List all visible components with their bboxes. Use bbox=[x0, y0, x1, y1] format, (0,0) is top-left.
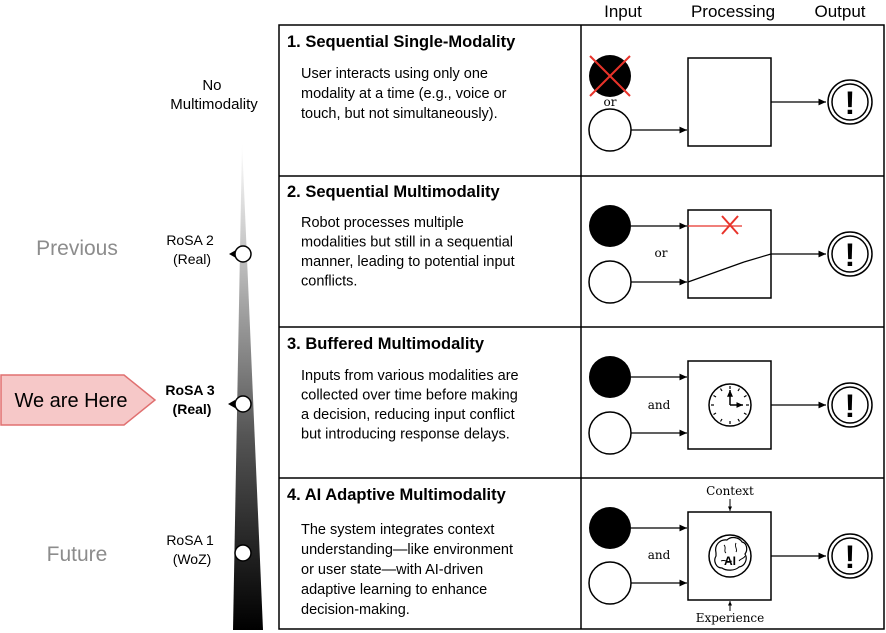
output-icon bbox=[827, 382, 873, 428]
input-1 bbox=[589, 507, 631, 549]
exclamation-icon: ! bbox=[845, 237, 856, 273]
input-2 bbox=[588, 561, 632, 605]
output-icon bbox=[827, 533, 873, 579]
modality-table bbox=[278, 24, 885, 630]
ai-label: AI bbox=[724, 554, 736, 568]
exclamation-icon: ! bbox=[845, 388, 856, 424]
row-1-diagram: or ! bbox=[588, 55, 873, 152]
row-3-diagram: and ! bbox=[588, 356, 873, 455]
row-description: The system integrates context understand… bbox=[301, 522, 517, 618]
timeline: No Multimodality Previous Future We are … bbox=[0, 77, 263, 630]
exclamation-icon: ! bbox=[845, 539, 856, 575]
cross-mark bbox=[589, 55, 631, 97]
input-active bbox=[588, 108, 632, 152]
input-1 bbox=[589, 356, 631, 398]
cross-mark bbox=[721, 215, 739, 235]
row-description: Robot processes multiple modalities but … bbox=[301, 215, 519, 290]
switch-line bbox=[743, 253, 772, 263]
we-are-here-label: We are Here bbox=[14, 390, 127, 412]
clock-icon bbox=[708, 383, 752, 427]
row-description: Inputs from various modalities are colle… bbox=[301, 368, 523, 443]
milestone-marker-current bbox=[234, 395, 252, 413]
processing-column-header: Processing bbox=[691, 2, 775, 21]
output-icon bbox=[827, 79, 873, 125]
milestone-marker bbox=[234, 245, 252, 263]
connector-label: and bbox=[648, 398, 671, 412]
input-2 bbox=[588, 260, 632, 304]
row-4-text: 4. AI Adaptive Multimodality The system … bbox=[287, 486, 517, 618]
experience-label: Experience bbox=[696, 611, 765, 625]
row-title: 1. Sequential Single-Modality bbox=[287, 33, 516, 51]
input-2 bbox=[588, 411, 632, 455]
row-title: 3. Buffered Multimodality bbox=[287, 335, 485, 353]
we-are-here-arrow bbox=[0, 374, 157, 426]
ai-brain-icon: AI bbox=[708, 534, 752, 578]
milestone-marker bbox=[234, 544, 252, 562]
milestone-pointer bbox=[229, 250, 236, 258]
row-description: User interacts using only one modality a… bbox=[301, 66, 511, 122]
context-label: Context bbox=[706, 484, 754, 498]
connector-label: or bbox=[604, 95, 617, 109]
no-multimodality-label: No Multimodality bbox=[170, 77, 258, 113]
processing-box bbox=[687, 57, 772, 147]
output-icon bbox=[827, 231, 873, 277]
row-2-diagram: or ! bbox=[588, 205, 873, 304]
connector-label: and bbox=[648, 548, 671, 562]
timeline-wedge bbox=[233, 142, 263, 630]
milestone-label-current: RoSA 3 (Real) bbox=[165, 382, 218, 417]
future-label: Future bbox=[47, 543, 108, 566]
input-1 bbox=[589, 205, 631, 247]
milestone-label: RoSA 2 (Real) bbox=[166, 232, 217, 267]
connector-label: or bbox=[655, 246, 668, 260]
exclamation-icon: ! bbox=[845, 85, 856, 121]
row-1-text: 1. Sequential Single-Modality User inter… bbox=[287, 33, 516, 122]
output-column-header: Output bbox=[814, 2, 865, 21]
input-column-header: Input bbox=[604, 2, 642, 21]
milestone-label: RoSA 1 (WoZ) bbox=[166, 532, 217, 567]
row-title: 2. Sequential Multimodality bbox=[287, 183, 501, 201]
row-title: 4. AI Adaptive Multimodality bbox=[287, 486, 507, 504]
switch-line bbox=[687, 261, 745, 283]
row-4-diagram: and Context Experience AI ! bbox=[588, 484, 873, 625]
row-3-text: 3. Buffered Multimodality Inputs from va… bbox=[287, 335, 523, 443]
milestone-pointer bbox=[228, 400, 235, 408]
previous-label: Previous bbox=[36, 237, 118, 260]
row-2-text: 2. Sequential Multimodality Robot proces… bbox=[287, 183, 519, 290]
